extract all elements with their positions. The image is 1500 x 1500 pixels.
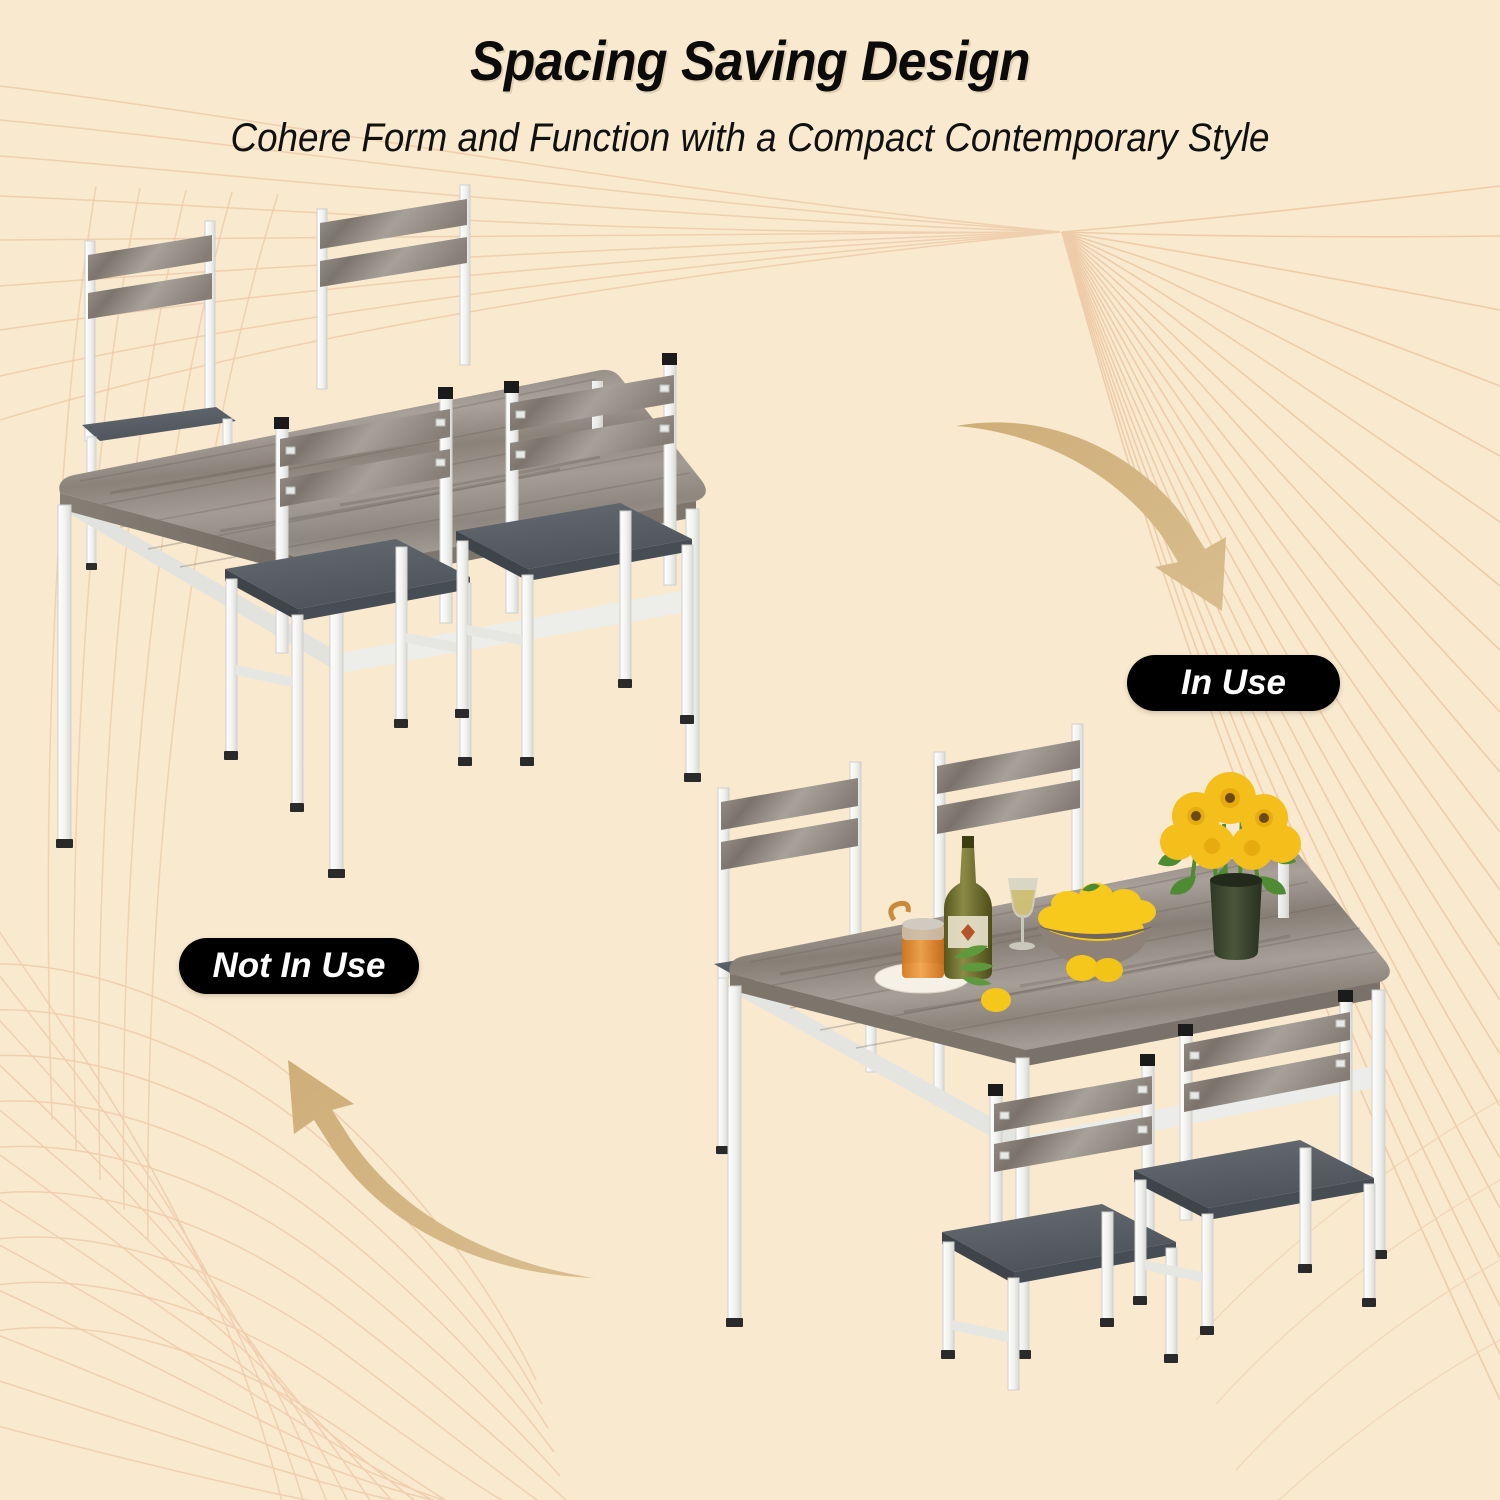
lemon-loose	[1066, 955, 1098, 981]
wine-bottle	[944, 836, 992, 979]
chair-back-left	[82, 220, 236, 570]
vase	[1210, 880, 1262, 960]
arrow-to-not-in-use	[288, 1060, 594, 1278]
herb-sprig	[954, 945, 994, 986]
lemon-bowl	[1038, 883, 1156, 966]
lemon-loose	[981, 988, 1011, 1012]
chair-near-right	[1133, 990, 1376, 1335]
wine-glass	[1008, 878, 1038, 950]
chair-near-left	[941, 1054, 1178, 1391]
page-title: Spacing Saving Design	[469, 29, 1031, 92]
status-badge-in-use: In Use	[1127, 655, 1340, 711]
status-badge-not-in-use: Not In Use	[179, 938, 419, 994]
sunflower-bouquet	[1158, 772, 1301, 960]
chair-front-right	[455, 353, 694, 766]
tabletop-items	[874, 772, 1301, 1012]
dining-set-in-use	[690, 690, 1480, 1391]
page-subtitle: Cohere Form and Function with a Compact …	[230, 116, 1270, 160]
arrow-to-in-use	[956, 422, 1226, 611]
lemon-loose	[1093, 958, 1123, 982]
chair-back-right	[316, 184, 471, 390]
dining-set-not-in-use	[40, 175, 800, 878]
